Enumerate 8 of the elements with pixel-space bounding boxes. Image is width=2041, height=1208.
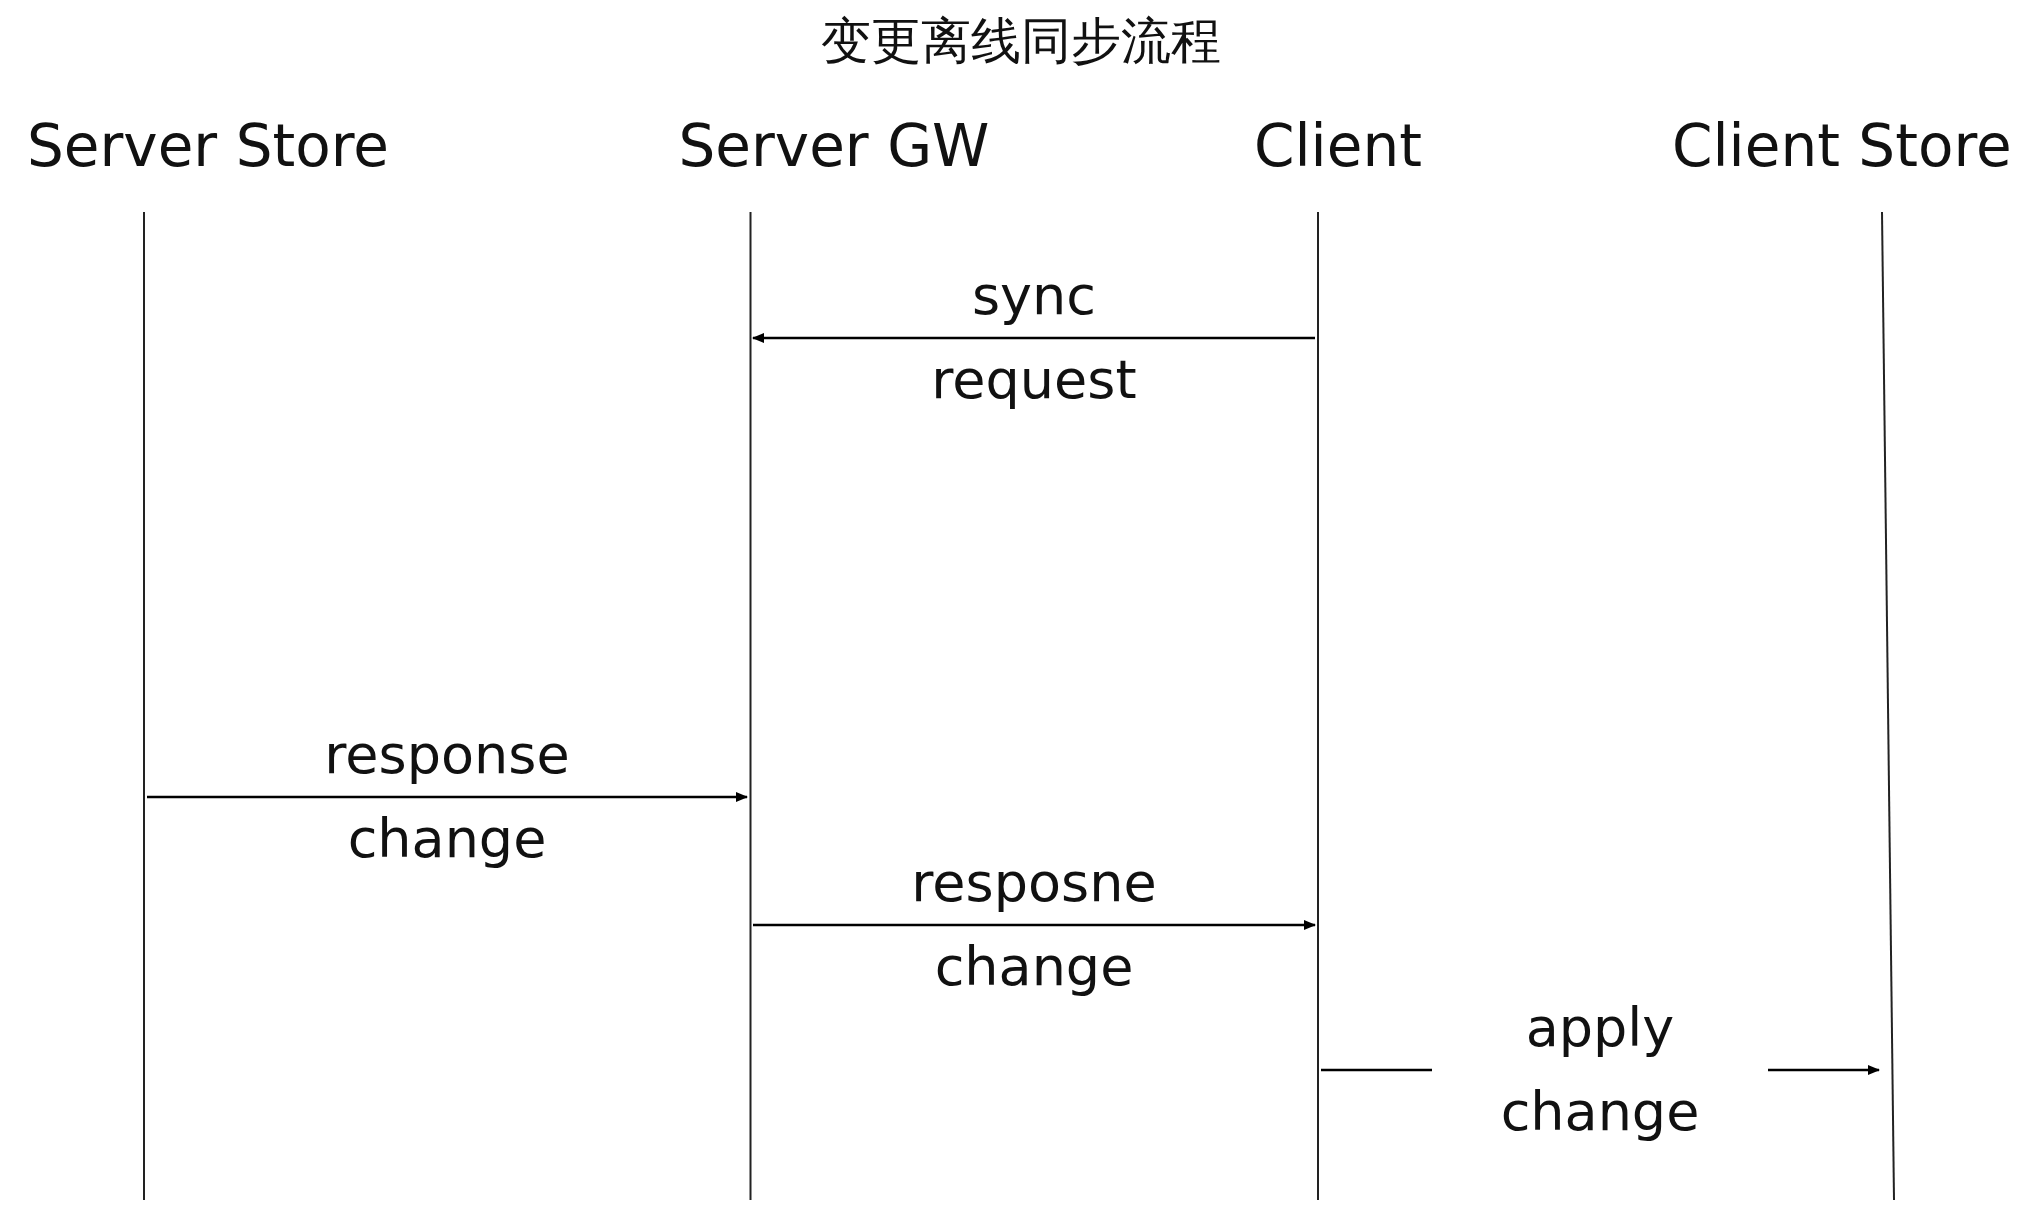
- lifeline-header: Server Store: [27, 112, 389, 180]
- message-arrow: [753, 920, 1316, 930]
- diagram-title: 变更离线同步流程: [819, 11, 1222, 72]
- message-arrow: [752, 333, 1315, 343]
- lifeline-header: Client: [1254, 112, 1422, 180]
- lifeline-header: Server GW: [678, 112, 990, 180]
- message-arrow: [147, 792, 748, 802]
- lifeline-header: Client Store: [1672, 112, 2012, 180]
